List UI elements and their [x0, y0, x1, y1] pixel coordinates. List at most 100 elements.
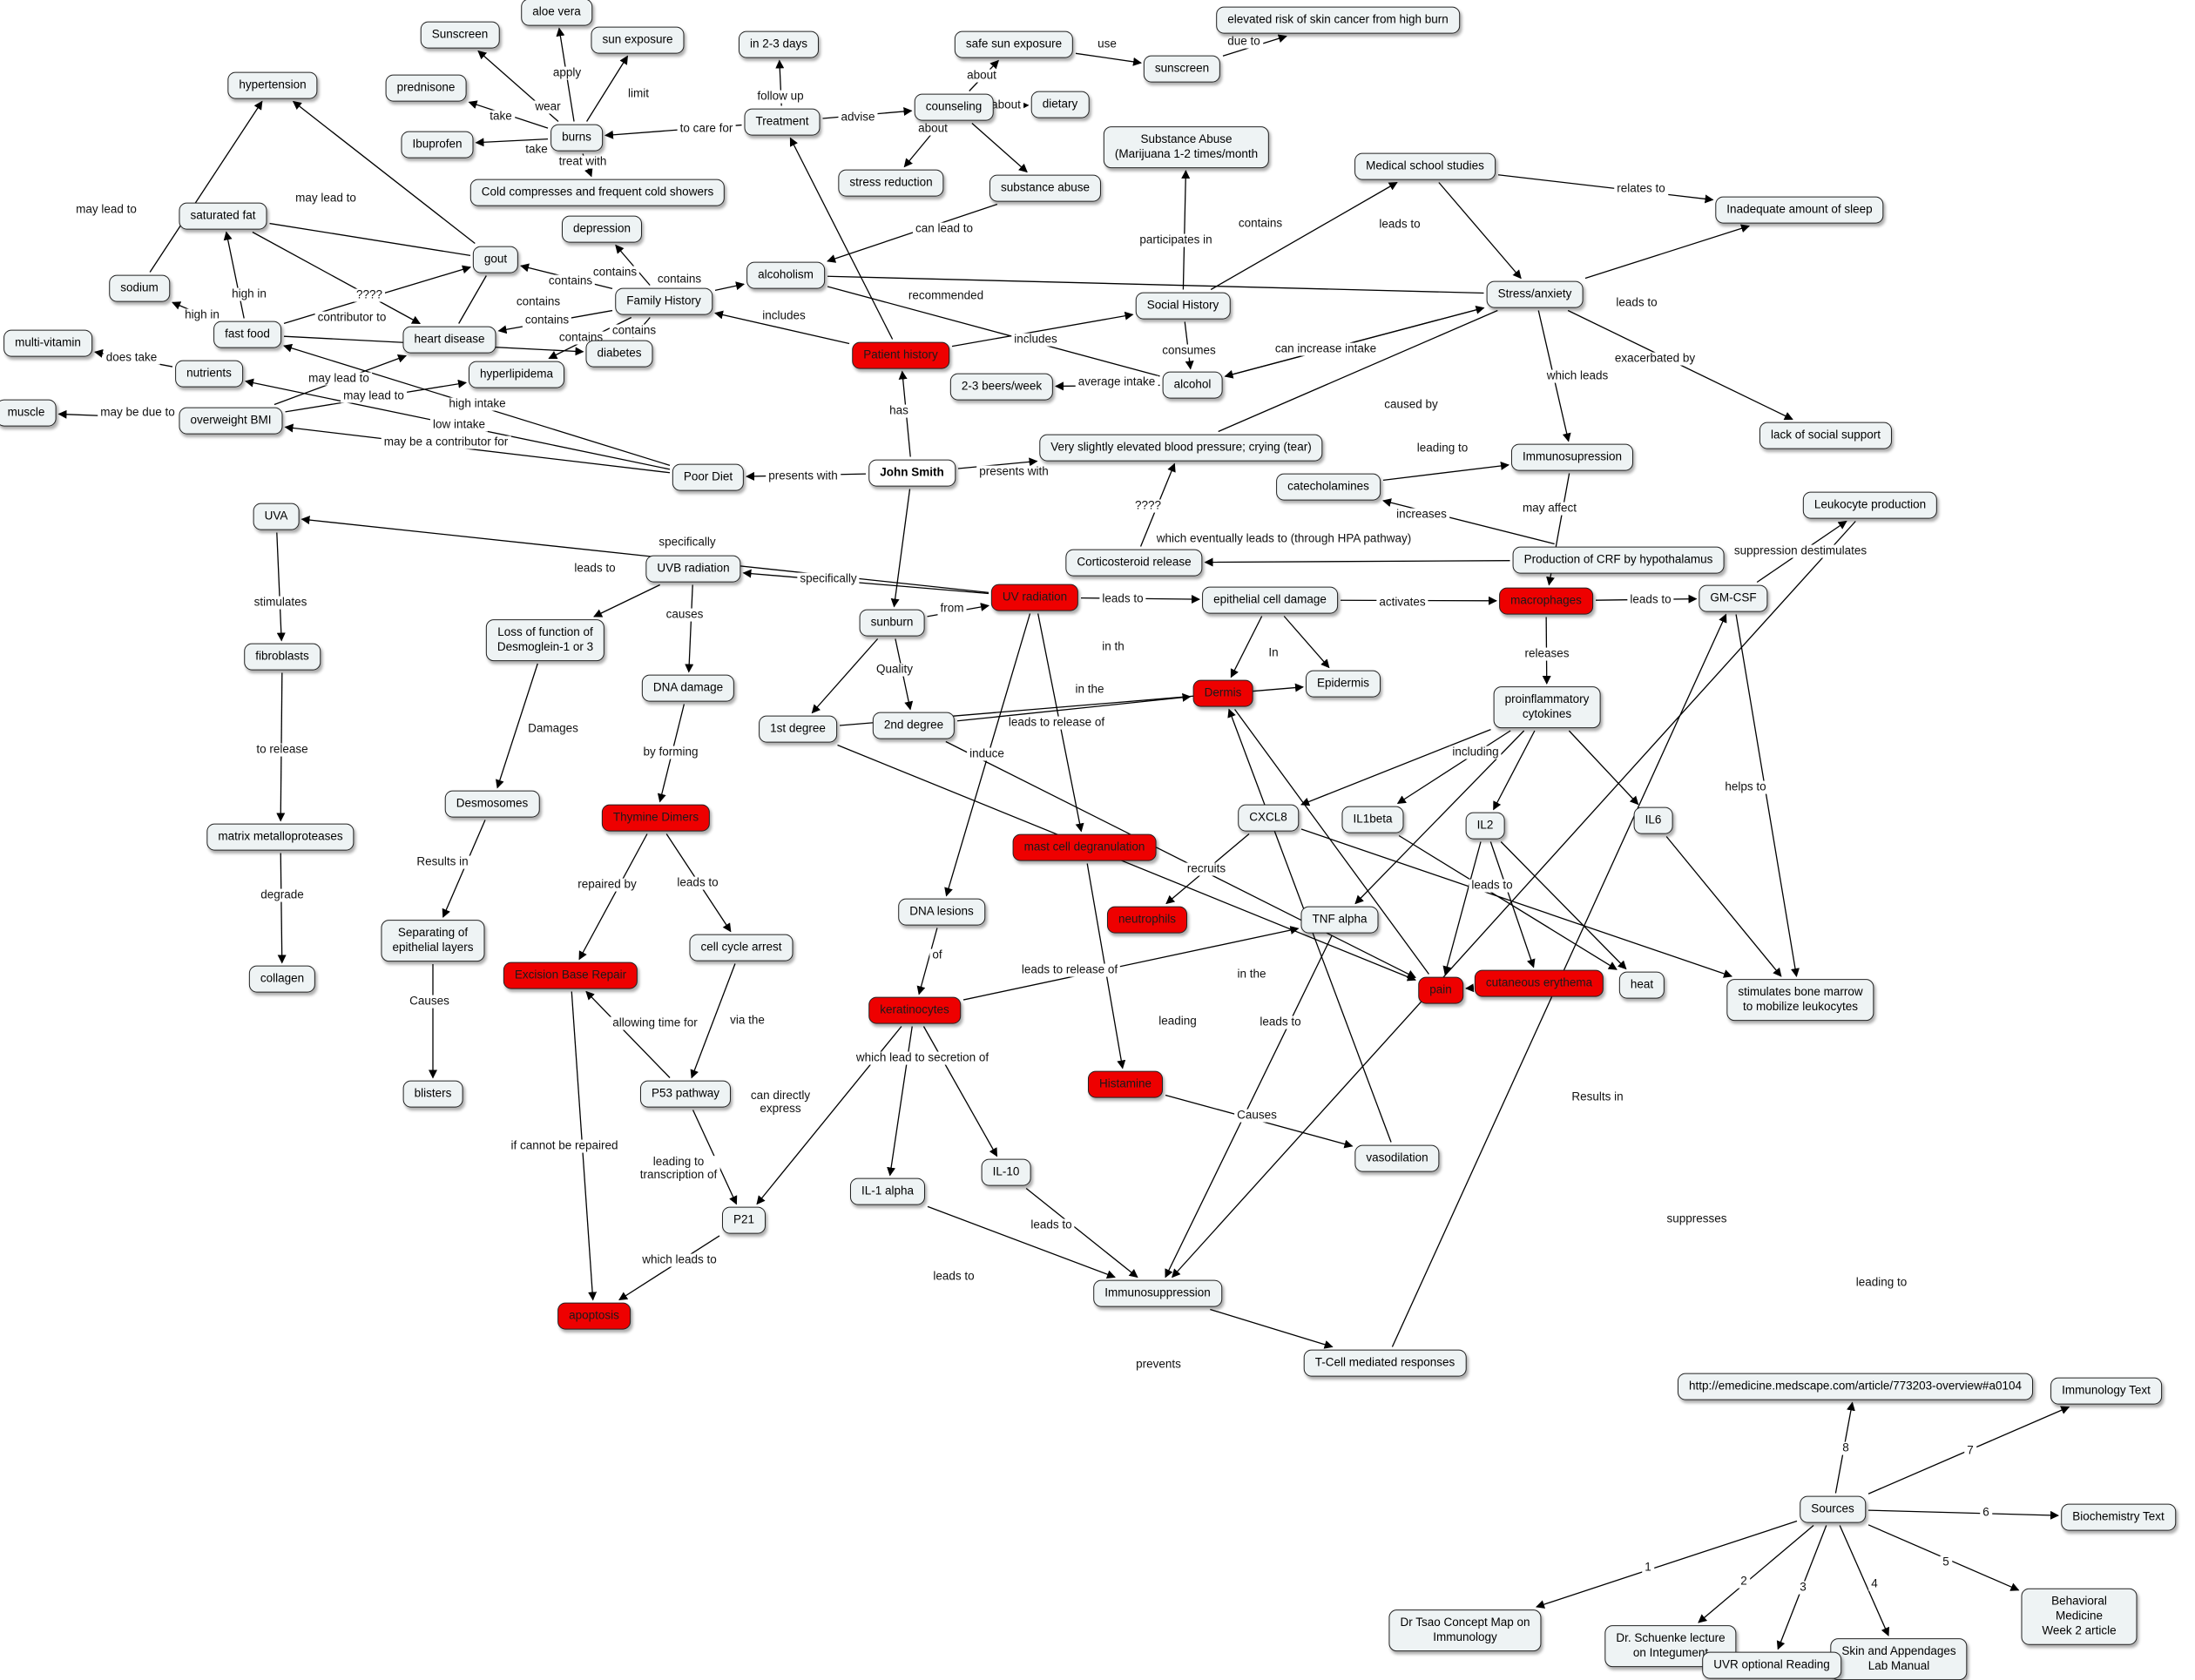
concept-node-cxcl8[interactable]: CXCL8: [1238, 804, 1299, 832]
concept-node-deg2[interactable]: 2nd degree: [872, 712, 956, 739]
concept-node-stress[interactable]: Stress/anxiety: [1486, 280, 1584, 308]
concept-node-in23[interactable]: in 2-3 days: [738, 30, 820, 58]
concept-node-matrixmp[interactable]: matrix metalloproteases: [206, 823, 355, 851]
concept-node-blisters[interactable]: blisters: [402, 1080, 463, 1108]
concept-node-leukprod[interactable]: Leukocyte production: [1802, 491, 1938, 519]
concept-node-inadeq[interactable]: Inadequate amount of sleep: [1715, 196, 1884, 224]
concept-node-il2[interactable]: IL2: [1465, 812, 1505, 840]
concept-node-cellcycle[interactable]: cell cycle arrest: [689, 934, 794, 961]
concept-node-muscle[interactable]: muscle: [0, 399, 57, 427]
concept-node-vasodil[interactable]: vasodilation: [1354, 1144, 1440, 1172]
concept-node-emed[interactable]: http://emedicine.medscape.com/article/77…: [1678, 1373, 2033, 1400]
concept-node-stressred[interactable]: stress reduction: [838, 169, 944, 197]
concept-node-thymine[interactable]: Thymine Dimers: [601, 804, 711, 832]
concept-node-crf[interactable]: Production of CRF by hypothalamus: [1512, 546, 1725, 574]
concept-node-immtext[interactable]: Immunology Text: [2050, 1377, 2162, 1405]
concept-node-heartdisease[interactable]: heart disease: [402, 326, 496, 354]
concept-node-sources[interactable]: Sources: [1800, 1495, 1866, 1523]
concept-node-dnadamage[interactable]: DNA damage: [641, 674, 735, 702]
concept-node-uvrread[interactable]: UVR optional Reading: [1702, 1651, 1841, 1679]
concept-node-dermis[interactable]: Dermis: [1192, 679, 1253, 707]
concept-node-counseling[interactable]: counseling: [914, 93, 994, 121]
concept-node-il1a[interactable]: IL-1 alpha: [849, 1177, 926, 1205]
concept-node-keratin[interactable]: keratinocytes: [868, 996, 961, 1024]
concept-node-treatment[interactable]: Treatment: [744, 108, 821, 136]
concept-node-p21[interactable]: P21: [721, 1206, 767, 1234]
concept-node-aloe[interactable]: aloe vera: [521, 0, 592, 26]
concept-node-il10[interactable]: IL-10: [981, 1158, 1031, 1186]
concept-node-overbmi[interactable]: overweight BMI: [179, 407, 283, 435]
concept-node-immunosup[interactable]: Immunosupression: [1510, 443, 1634, 471]
concept-node-hyperlip[interactable]: hyperlipidema: [468, 361, 565, 388]
concept-node-histamine[interactable]: Histamine: [1087, 1070, 1164, 1098]
concept-node-alcohol[interactable]: alcohol: [1162, 371, 1223, 399]
concept-node-apoptosis[interactable]: apoptosis: [557, 1302, 631, 1330]
concept-node-prednisone[interactable]: prednisone: [385, 74, 467, 102]
concept-node-dnalesions[interactable]: DNA lesions: [898, 898, 985, 926]
concept-node-excision[interactable]: Excision Base Repair: [503, 961, 638, 989]
concept-node-poordiet[interactable]: Poor Diet: [672, 463, 745, 491]
concept-node-patienthist[interactable]: Patient history: [852, 341, 949, 369]
concept-node-hypertension[interactable]: hypertension: [227, 71, 318, 99]
concept-node-macrophages[interactable]: macrophages: [1499, 587, 1593, 615]
concept-node-gmcsf[interactable]: GM-CSF: [1699, 584, 1768, 612]
concept-node-corticost[interactable]: Corticosteroid release: [1065, 549, 1203, 577]
concept-node-uva[interactable]: UVA: [253, 503, 300, 530]
concept-node-sodium[interactable]: sodium: [109, 274, 170, 302]
concept-node-collagen[interactable]: collagen: [248, 965, 316, 993]
concept-node-johnsmith[interactable]: John Smith: [868, 459, 956, 487]
concept-node-beers[interactable]: 2-3 beers/week: [949, 373, 1054, 401]
concept-node-desmosomes[interactable]: Desmosomes: [444, 790, 540, 818]
concept-node-multivit[interactable]: multi-vitamin: [3, 329, 92, 357]
concept-node-deg1[interactable]: 1st degree: [759, 715, 837, 743]
concept-node-coldcomp[interactable]: Cold compresses and frequent cold shower…: [469, 179, 726, 206]
concept-node-satfat[interactable]: saturated fat: [179, 202, 267, 230]
concept-node-socialhist[interactable]: Social History: [1135, 292, 1231, 320]
concept-node-uvb[interactable]: UVB radiation: [645, 555, 741, 583]
concept-node-cutery[interactable]: cutaneous erythema: [1474, 969, 1604, 997]
concept-node-sunburn[interactable]: sunburn: [859, 609, 925, 637]
concept-node-vsbp[interactable]: Very slightly elevated blood pressure; c…: [1039, 434, 1323, 462]
concept-node-elevskin[interactable]: elevated risk of skin cancer from high b…: [1216, 6, 1460, 34]
concept-node-substabuse[interactable]: substance abuse: [989, 174, 1102, 202]
concept-node-nutrients[interactable]: nutrients: [175, 360, 243, 388]
concept-node-sunexp[interactable]: sun exposure: [591, 26, 685, 54]
concept-node-epidermis[interactable]: Epidermis: [1305, 670, 1381, 698]
concept-node-p53[interactable]: P53 pathway: [639, 1080, 732, 1108]
concept-node-uvrad[interactable]: UV radiation: [990, 584, 1079, 611]
concept-node-ibuprofen[interactable]: Ibuprofen: [401, 131, 474, 159]
concept-node-substab[interactable]: Substance Abuse(Marijuana 1-2 times/mont…: [1103, 126, 1270, 168]
concept-node-il6[interactable]: IL6: [1633, 806, 1673, 834]
concept-node-tnfa[interactable]: TNF alpha: [1300, 906, 1379, 934]
concept-node-neutrophils[interactable]: neutrophils: [1106, 906, 1188, 934]
concept-node-dietary[interactable]: dietary: [1030, 91, 1090, 118]
concept-node-fibroblasts[interactable]: fibroblasts: [244, 643, 321, 671]
concept-node-fastfood[interactable]: fast food: [213, 320, 281, 348]
concept-node-famhist[interactable]: Family History: [615, 287, 713, 315]
concept-node-burns[interactable]: burns: [550, 124, 603, 152]
concept-node-il1beta[interactable]: IL1beta: [1341, 806, 1404, 833]
concept-node-tcell[interactable]: T-Cell mediated responses: [1303, 1349, 1467, 1377]
concept-node-catechol[interactable]: catecholamines: [1276, 473, 1381, 501]
concept-node-lacksoc[interactable]: lack of social support: [1759, 422, 1893, 449]
concept-node-sunscreen_a[interactable]: Sunscreen: [420, 21, 500, 49]
concept-node-pain[interactable]: pain: [1418, 976, 1463, 1004]
concept-node-gout[interactable]: gout: [472, 246, 519, 273]
concept-node-biochem[interactable]: Biochemistry Text: [2061, 1503, 2176, 1531]
concept-node-immunosupp2[interactable]: Immunosuppression: [1093, 1279, 1222, 1307]
concept-node-sunscreen_b[interactable]: sunscreen: [1143, 55, 1221, 83]
concept-node-diabetes[interactable]: diabetes: [585, 340, 653, 368]
concept-node-mastcell[interactable]: mast cell degranulation: [1012, 833, 1157, 861]
concept-node-depression[interactable]: depression: [561, 215, 643, 243]
concept-node-medschool[interactable]: Medical school studies: [1354, 152, 1496, 180]
concept-node-heat[interactable]: heat: [1618, 971, 1665, 999]
concept-node-epicell[interactable]: epithelial cell damage: [1202, 586, 1338, 614]
